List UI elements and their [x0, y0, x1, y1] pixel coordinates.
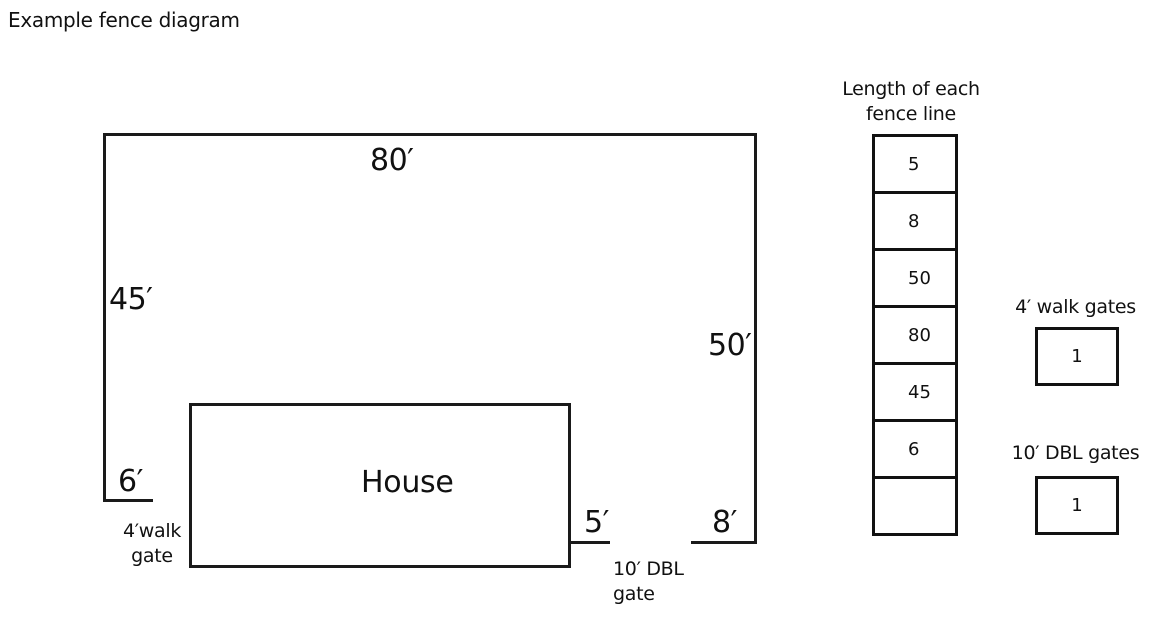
- length-cell-empty: [875, 479, 955, 536]
- length-cell: 45: [875, 365, 955, 422]
- lengths-table: 5 8 50 80 45 6: [872, 134, 958, 536]
- length-cell: 8: [875, 194, 955, 251]
- length-cell: 50: [875, 251, 955, 308]
- dbl-gates-count-box: 1: [1035, 476, 1119, 535]
- length-cell: 6: [875, 422, 955, 479]
- label-left-bottom-length: 6′: [118, 464, 143, 499]
- house-label: House: [361, 465, 454, 500]
- length-cell: 5: [875, 137, 955, 194]
- label-left-length: 45′: [109, 282, 153, 317]
- fence-line-left: [103, 133, 106, 502]
- label-top-length: 80′: [370, 143, 414, 178]
- fence-line-right-bottom: [691, 541, 757, 544]
- fence-line-right: [754, 133, 757, 544]
- fence-line-left-bottom: [103, 499, 153, 502]
- fence-line-house-right: [568, 541, 610, 544]
- lengths-header-line2: fence line: [866, 103, 956, 125]
- label-right-bottom-length: 8′: [712, 505, 737, 540]
- walk-gates-label: 4′ walk gates: [1015, 296, 1136, 318]
- walk-gates-count-box: 1: [1035, 327, 1119, 386]
- walk-gate-label-line1: 4′walk: [122, 520, 182, 542]
- label-house-right-length: 5′: [584, 505, 609, 540]
- house-outline: [189, 403, 571, 568]
- length-cell: 80: [875, 308, 955, 365]
- walk-gate-label: 4′walk gate: [117, 519, 187, 569]
- dbl-gates-label: 10′ DBL gates: [1011, 442, 1140, 464]
- walk-gates-count: 1: [1071, 346, 1083, 367]
- lengths-header-line1: Length of each: [842, 78, 980, 100]
- dbl-gate-label-line1: 10′ DBL: [613, 558, 684, 580]
- lengths-table-header: Length of each fence line: [836, 77, 986, 127]
- label-right-length: 50′: [708, 328, 752, 363]
- dbl-gates-count: 1: [1071, 495, 1083, 516]
- dbl-gate-label: 10′ DBL gate: [613, 557, 684, 607]
- fence-line-top: [103, 133, 757, 136]
- walk-gate-label-line2: gate: [131, 545, 173, 567]
- page-title: Example fence diagram: [8, 8, 240, 32]
- dbl-gate-label-line2: gate: [613, 583, 655, 605]
